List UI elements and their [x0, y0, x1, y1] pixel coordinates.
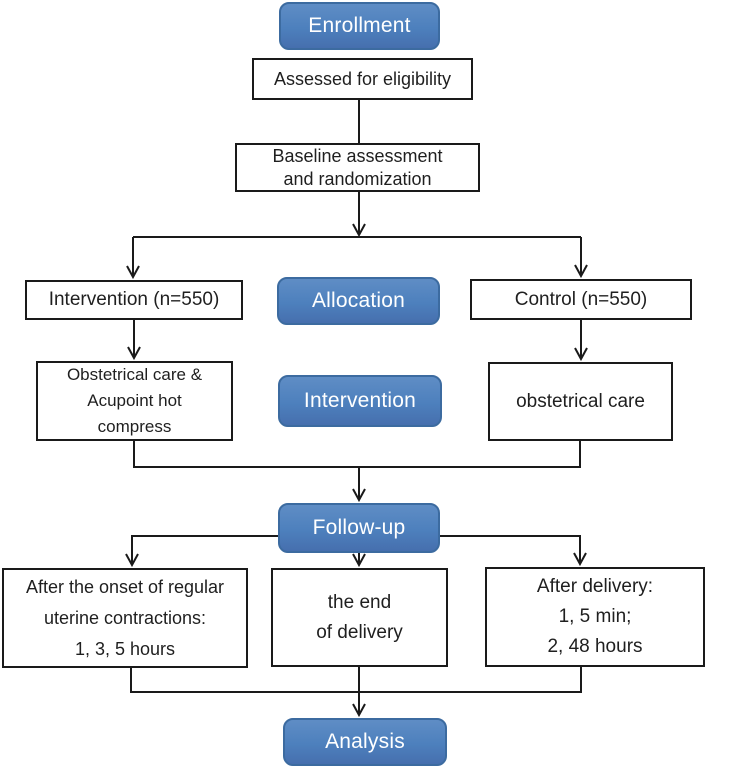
box-baseline-assessment-randomization: Baseline assessment and randomization	[235, 143, 480, 192]
box-obstetrical-care-acupoint: Obstetrical care & Acupoint hot compress	[36, 361, 233, 441]
stage-analysis: Analysis	[283, 718, 447, 766]
box-followup-uterine-contractions: After the onset of regular uterine contr…	[2, 568, 248, 668]
stage-intervention: Intervention	[278, 375, 442, 427]
stage-enrollment: Enrollment	[279, 2, 440, 50]
connector-followup-merge	[130, 667, 582, 693]
stage-follow-up: Follow-up	[278, 503, 440, 553]
box-intervention-arm: Intervention (n=550)	[25, 280, 243, 320]
box-followup-after-delivery: After delivery: 1, 5 min; 2, 48 hours	[485, 567, 705, 667]
connector-followup-left-branch	[125, 535, 278, 568]
box-followup-end-of-delivery: the end of delivery	[271, 568, 448, 667]
box-obstetrical-care: obstetrical care	[488, 362, 673, 441]
stage-allocation: Allocation	[277, 277, 440, 325]
connector-followup-right-branch	[440, 535, 587, 567]
box-control-arm: Control (n=550)	[470, 279, 692, 320]
connector-care-merge	[133, 441, 581, 468]
box-assessed-for-eligibility: Assessed for eligibility	[252, 58, 473, 100]
